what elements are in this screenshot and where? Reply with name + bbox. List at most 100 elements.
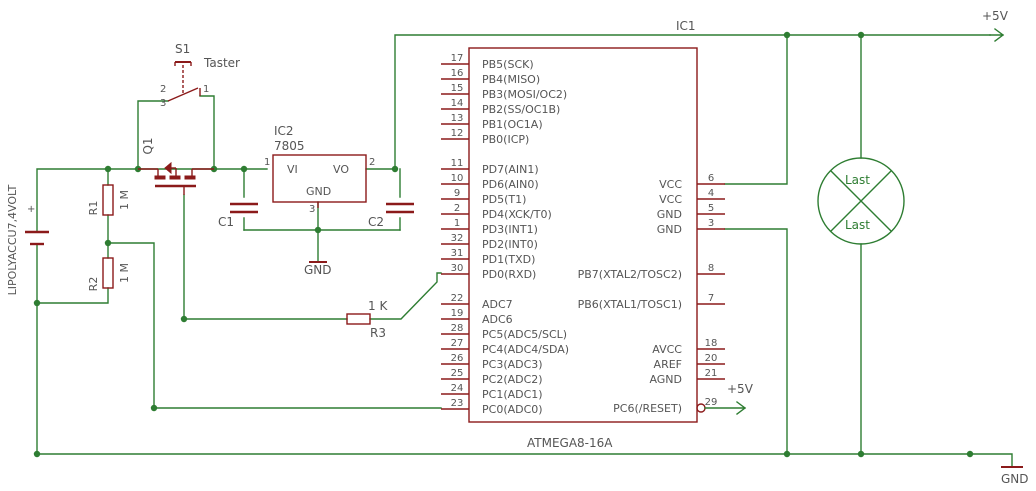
pin-name: PC2(ADC2): [482, 373, 543, 386]
load-label-bottom: Last: [845, 218, 870, 232]
battery-plus-sign: +: [27, 204, 35, 215]
pin-number: 9: [454, 188, 460, 199]
pin-number: 13: [451, 113, 464, 124]
pin-name: PD5(T1): [482, 193, 526, 206]
junction-dot: [150, 404, 158, 412]
regulator-vo: VO: [333, 163, 349, 176]
load-label-top: Last: [845, 173, 870, 187]
junction-dot: [33, 299, 41, 307]
pin-number: 2: [454, 203, 460, 214]
pin-name: ADC7: [482, 298, 513, 311]
pin-number: 14: [451, 98, 464, 109]
pin-number: 26: [451, 353, 464, 364]
pin-number: 17: [451, 53, 464, 64]
mcu-pin-left: 12 PB0(ICP): [441, 128, 529, 146]
junction-dot: [104, 239, 112, 247]
pin-name: PD0(RXD): [482, 268, 536, 281]
mcu-pin-left: 26 PC3(ADC3): [441, 353, 543, 371]
switch-pin3: 3: [160, 98, 166, 109]
pin-name: PC1(ADC1): [482, 388, 543, 401]
junction-dot: [857, 450, 865, 458]
r2-body: [102, 257, 114, 289]
regulator-value: 7805: [274, 139, 305, 153]
mcu-pin-left: 22 ADC7: [441, 293, 513, 311]
pin-number: 16: [451, 68, 464, 79]
pin-name: AREF: [654, 358, 682, 371]
junction-dot: [391, 165, 399, 173]
wire-switch-pin3: [137, 100, 169, 170]
pin-name: PD6(AIN0): [482, 178, 539, 191]
pin-name: PC4(ADC4/SDA): [482, 343, 569, 356]
mcu-pin-left: 19 ADC6: [441, 308, 513, 326]
pin-number: 22: [451, 293, 464, 304]
pin-name: PB3(MOSI/OC2): [482, 88, 567, 101]
switch-value: Taster: [203, 56, 240, 70]
wire-divider-adc: [107, 242, 442, 409]
pin-number: 19: [451, 308, 464, 319]
switch-pin2: 2: [160, 84, 166, 95]
pin-number: 28: [451, 323, 464, 334]
pin-name: PC3(ADC3): [482, 358, 543, 371]
pin-number: 3: [708, 218, 714, 229]
r3-body: [346, 313, 371, 325]
pin-name: ADC6: [482, 313, 513, 326]
pin-name: PD7(AIN1): [482, 163, 539, 176]
junction-dot: [314, 226, 322, 234]
pin-name: AGND: [649, 373, 682, 386]
pin-name: VCC: [659, 178, 682, 191]
gnd-label: GND: [304, 263, 332, 277]
pin-number: 8: [708, 263, 714, 274]
wire-vcc: [724, 34, 788, 185]
pin-number: 4: [708, 188, 714, 199]
supply-arrow-reset: [704, 401, 747, 415]
r2-value: 1 M: [118, 263, 131, 283]
pin-name: PB5(SCK): [482, 58, 534, 71]
wire-r2-bottom: [36, 287, 109, 304]
pin-name: PB0(ICP): [482, 133, 529, 146]
load-symbol: [817, 157, 905, 245]
c1-symbol: [230, 202, 258, 214]
pin-name: GND: [657, 208, 682, 221]
junction-dot: [104, 165, 112, 173]
r3-value: 1 K: [368, 299, 388, 313]
pin-name: VCC: [659, 193, 682, 206]
c2-ref: C2: [368, 215, 384, 229]
pin-number: 1: [454, 218, 460, 229]
mcu-pin-right: 6 VCC: [659, 173, 725, 191]
supply-label-reset: +5V: [727, 382, 754, 396]
pin-number: 7: [708, 293, 714, 304]
mcu-pin-right: 4 VCC: [659, 188, 725, 206]
junctions: [33, 31, 974, 458]
junction-dot: [180, 315, 188, 323]
switch-ref: S1: [175, 42, 190, 56]
regulator-pin-gnd: 3: [309, 204, 315, 215]
pin-number: 12: [451, 128, 464, 139]
pin-number: 32: [451, 233, 464, 244]
gnd-label-bottom: GND: [1001, 472, 1029, 486]
pin-number: 6: [708, 173, 714, 184]
pin-name: PC5(ADC5/SCL): [482, 328, 567, 341]
pin-number: 15: [451, 83, 464, 94]
net-label-ic1: IC1: [676, 19, 696, 33]
battery-label: LIPOLYACCU7,4VOLT: [6, 184, 19, 295]
regulator-pin-in: 1: [264, 157, 270, 168]
c2-symbol: [386, 202, 414, 214]
